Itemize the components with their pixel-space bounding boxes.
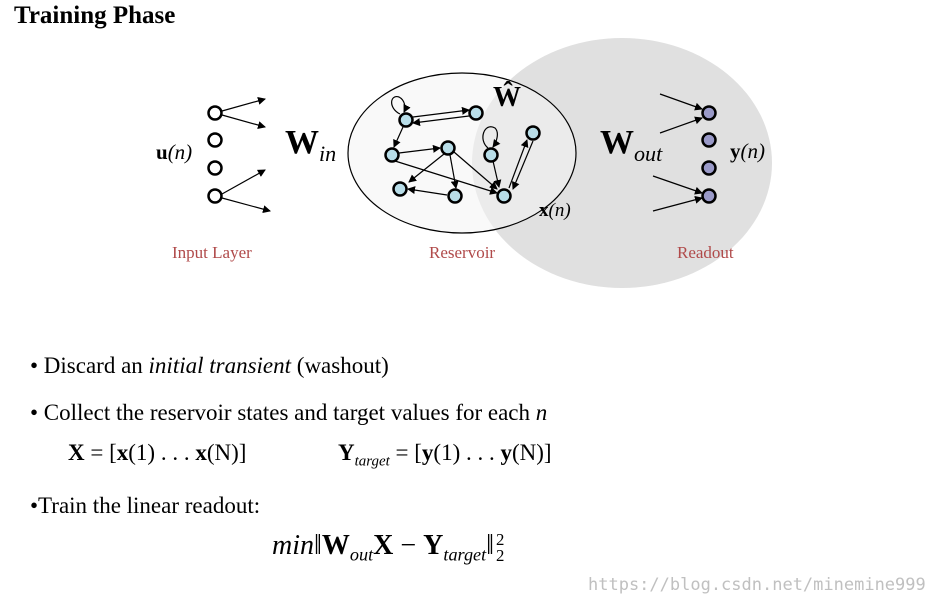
reservoir-node — [392, 181, 408, 197]
input-node — [207, 160, 223, 176]
readout-arrows — [652, 93, 703, 212]
esn-diagram — [207, 38, 772, 288]
input-node — [207, 105, 223, 121]
page-title: Training Phase — [14, 2, 176, 29]
input-layer-label: Input Layer — [172, 243, 252, 262]
input-vector-label: u(n) — [156, 140, 193, 164]
reservoir-node — [398, 112, 414, 128]
readout-nodes — [701, 105, 717, 204]
state-vector-label: x(n) — [539, 200, 571, 221]
input-node — [207, 132, 223, 148]
reservoir-node — [525, 125, 541, 141]
readout-node — [701, 105, 717, 121]
reservoir-connections — [391, 96, 534, 196]
bullet-train: •Train the linear readout: — [30, 493, 261, 518]
w-in-label: Win — [285, 124, 337, 166]
reservoir-label: Reservoir — [429, 243, 496, 262]
bullet-discard: • Discard an initial transient (washout) — [30, 353, 389, 378]
watermark-url: https://blog.csdn.net/minemine999 — [588, 575, 926, 595]
readout-node — [701, 160, 717, 176]
input-nodes — [207, 105, 223, 204]
input-arrows — [221, 97, 271, 214]
x-matrix-equation: X = [x(1) . . . x(N)] — [68, 440, 247, 465]
reservoir-node — [384, 147, 400, 163]
output-vector-label: y(n) — [730, 139, 765, 163]
reservoir-nodes — [384, 105, 541, 204]
readout-node — [701, 132, 717, 148]
input-node — [207, 188, 223, 204]
w-out-label: Wout — [600, 124, 663, 166]
readout-node — [701, 188, 717, 204]
bullet-collect: • Collect the reservoir states and targe… — [30, 400, 548, 425]
reservoir-node — [468, 105, 484, 121]
reservoir-node — [440, 140, 456, 156]
reservoir-node — [483, 147, 499, 163]
y-target-equation: Ytarget = [y(1) . . . y(N)] — [338, 440, 552, 470]
readout-label: Readout — [677, 243, 734, 262]
reservoir-node — [496, 188, 512, 204]
w-hat-label: Ŵ — [493, 82, 521, 113]
reservoir-node — [447, 188, 463, 204]
